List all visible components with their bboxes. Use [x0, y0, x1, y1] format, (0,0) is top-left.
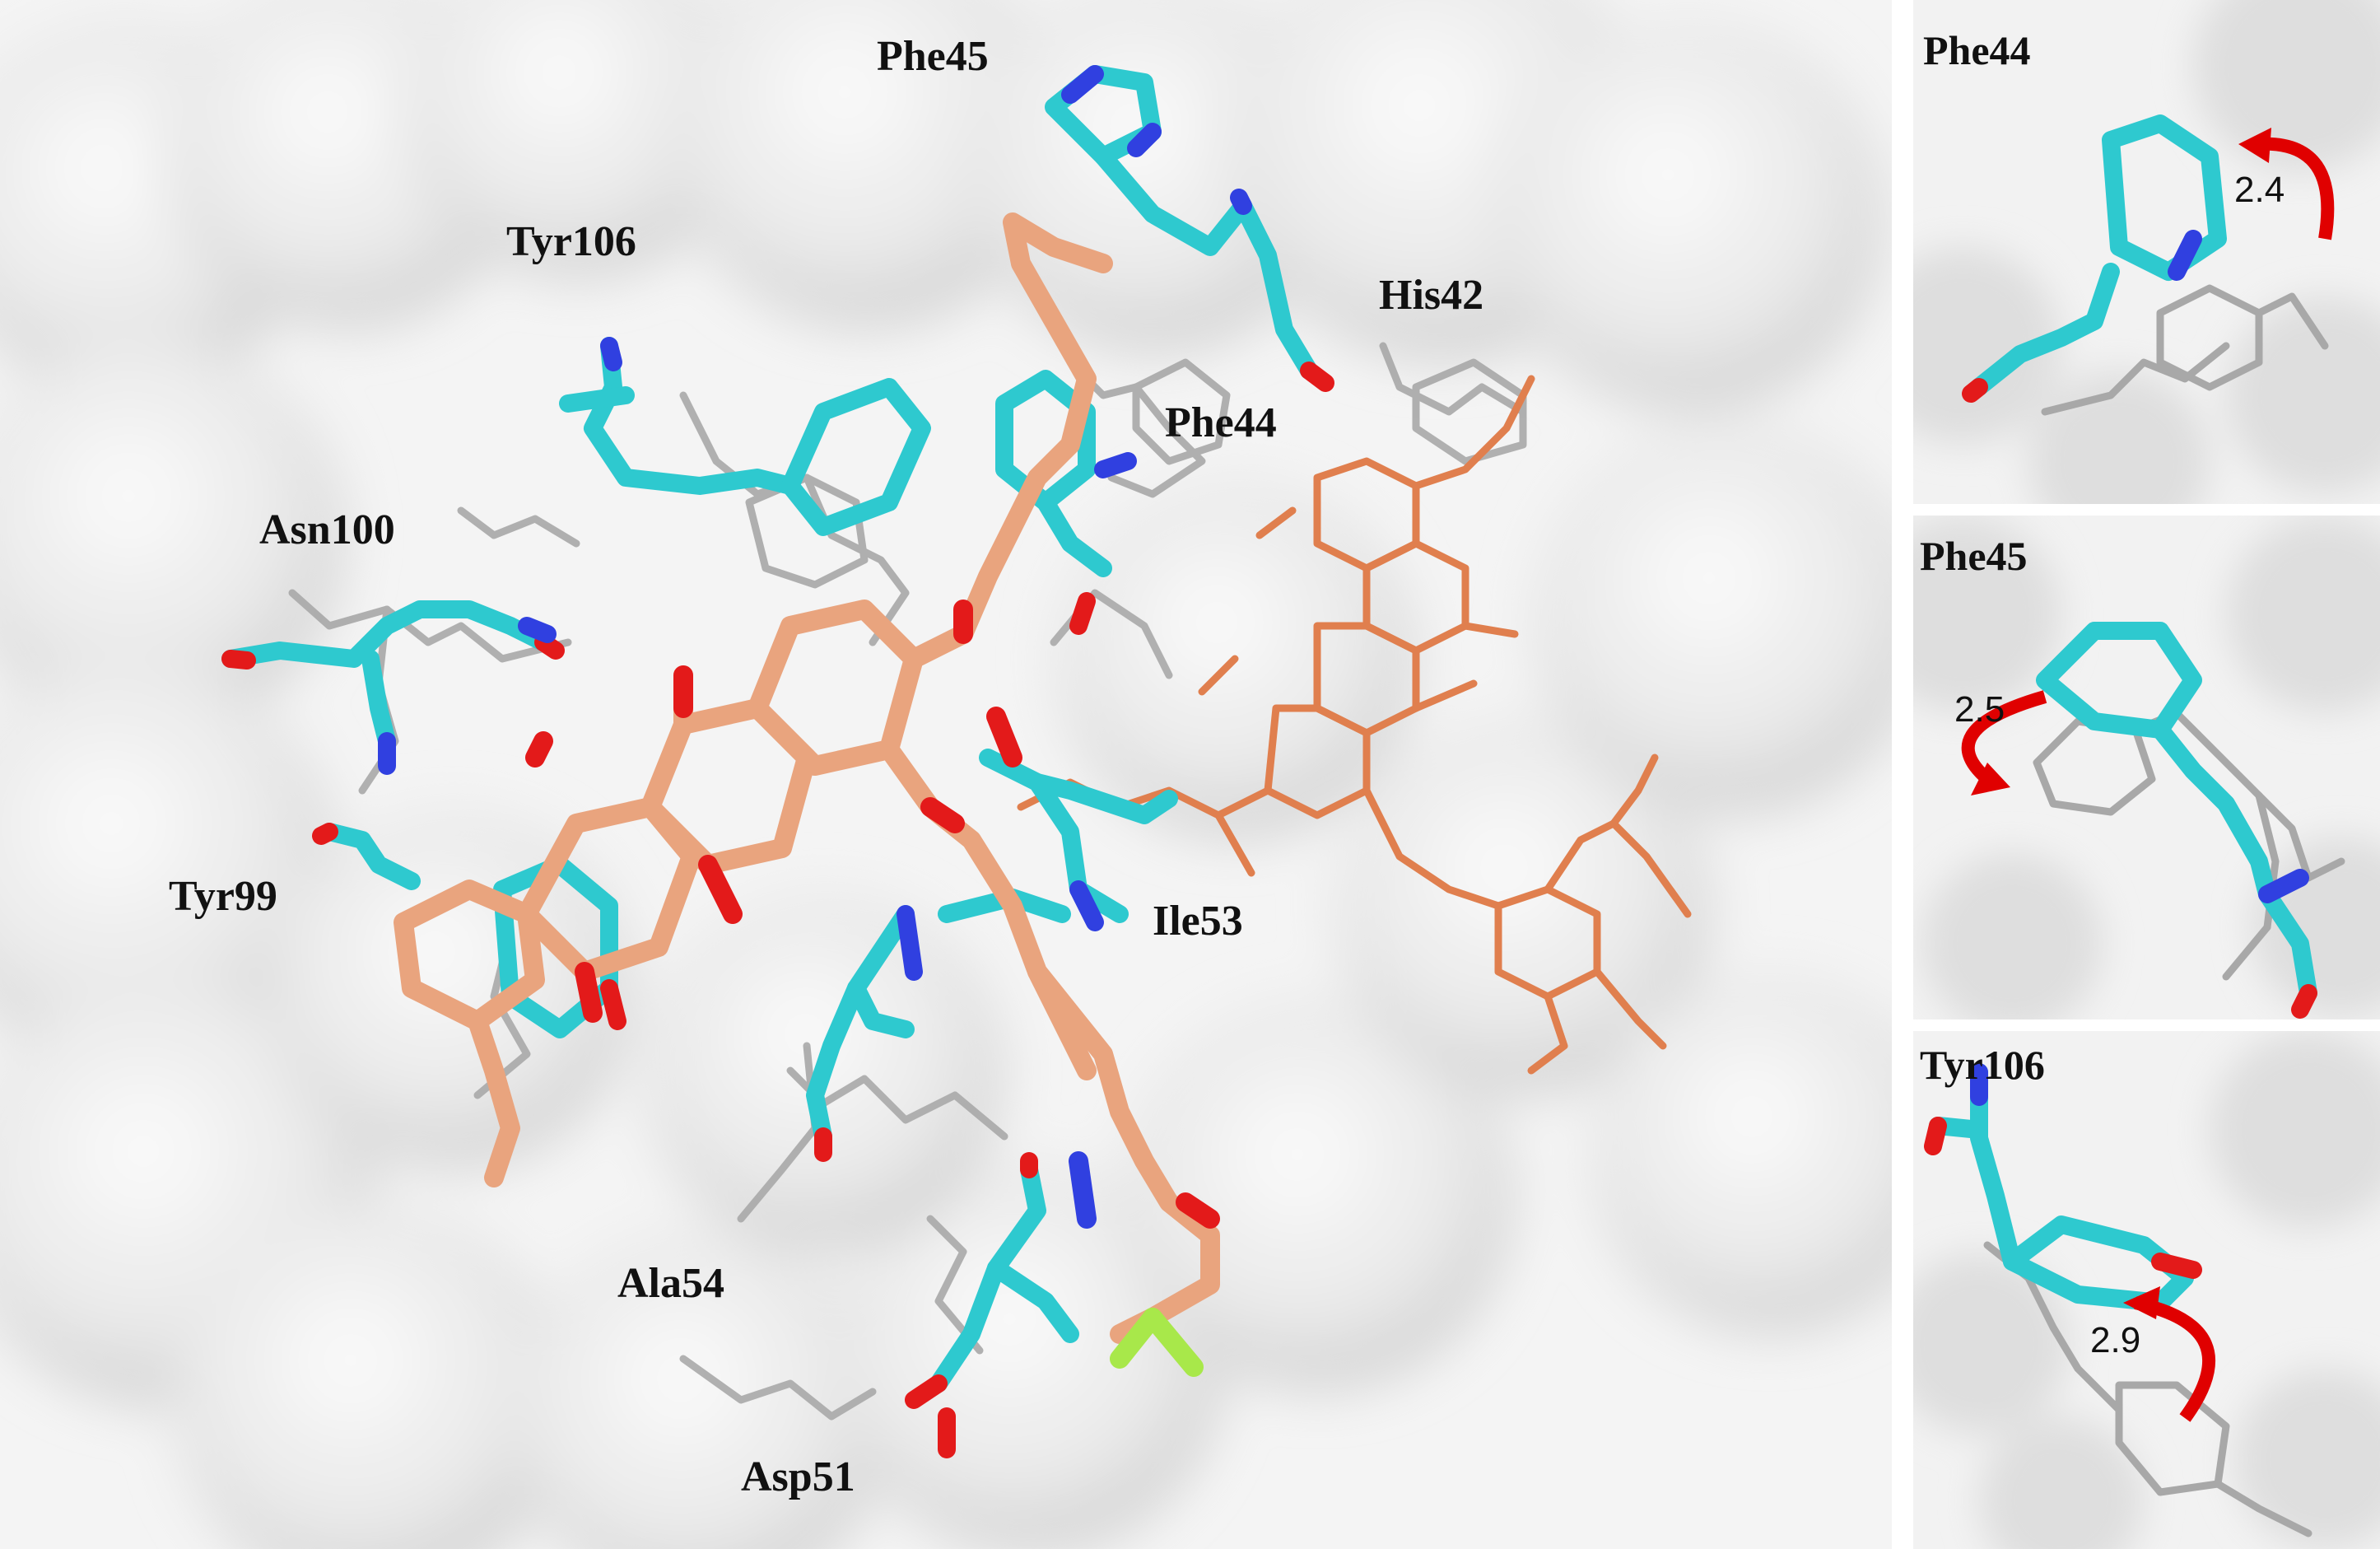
residue-labels: Phe45 Tyr106 His42 Phe44 Asn100 Tyr99 Il… [169, 33, 1483, 1500]
inset-view-tyr106: Tyr106 2.9 [1913, 1031, 2380, 1549]
residue-tyr106-sticks [559, 337, 931, 536]
inset-value-tyr106: 2.9 [2090, 1320, 2140, 1360]
residue-asn100-sticks [221, 600, 565, 775]
label-phe45: Phe45 [877, 33, 989, 80]
protein-residues-sticks [221, 65, 1334, 1458]
arrowhead-icon [1971, 763, 2010, 795]
inset-label-tyr106: Tyr106 [1920, 1042, 2045, 1088]
residue-phe45-sticks [1045, 65, 1334, 392]
inset-panel-phe44: Phe44 2.4 [1913, 0, 2380, 504]
tyr106-sticks [1924, 1063, 2202, 1312]
label-tyr99: Tyr99 [169, 873, 277, 920]
inset-value-phe44: 2.4 [2234, 170, 2285, 210]
rotation-arrow-icon [2134, 1296, 2216, 1422]
inset-value-phe45: 2.5 [1954, 689, 2005, 730]
inset-label-phe44: Phe44 [1923, 27, 2031, 73]
residue-asp51-sticks [905, 1152, 1079, 1458]
main-binding-site-panel: Phe45 Tyr106 His42 Phe44 Asn100 Tyr99 Il… [0, 0, 1892, 1549]
arrowhead-icon [2238, 128, 2271, 163]
residue-phe44-sticks [995, 370, 1137, 635]
inset-panel-tyr106: Tyr106 2.9 [1913, 1031, 2380, 1549]
label-ile53: Ile53 [1153, 898, 1243, 945]
phe44-sticks [1962, 114, 2227, 403]
inset-label-phe45: Phe45 [1920, 533, 2028, 579]
inset-view-phe44: Phe44 2.4 [1913, 0, 2380, 504]
rotation-arrow-icon [1961, 690, 2047, 785]
label-asp51: Asp51 [741, 1453, 855, 1500]
main-binding-site-view: Phe45 Tyr106 His42 Phe44 Asn100 Tyr99 Il… [0, 0, 1892, 1549]
label-tyr106: Tyr106 [506, 218, 636, 265]
label-phe44: Phe44 [1165, 399, 1277, 446]
label-his42: His42 [1379, 272, 1483, 319]
inset-view-phe45: Phe45 2.5 [1913, 516, 2380, 1019]
label-ala54: Ala54 [617, 1260, 724, 1307]
inset-panel-phe45: Phe45 2.5 [1913, 516, 2380, 1019]
phe45-sticks [2036, 622, 2317, 1019]
molecular-surface [0, 0, 1892, 1549]
label-asn100: Asn100 [259, 506, 395, 553]
arrowhead-icon [2123, 1286, 2160, 1319]
ligand-sticks [394, 212, 1220, 1377]
residue-ala54-sticks [806, 905, 923, 1162]
rotation-arrow-icon [2258, 137, 2335, 240]
